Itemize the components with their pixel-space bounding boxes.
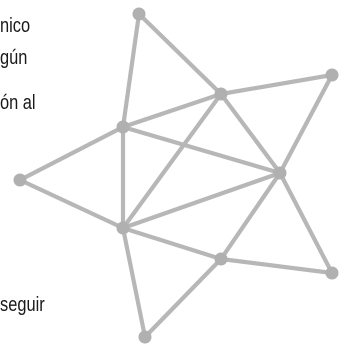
network-node xyxy=(133,8,146,21)
network-node xyxy=(326,69,339,82)
network-edge xyxy=(123,228,221,259)
network-edge xyxy=(123,173,280,228)
network-node xyxy=(215,88,228,101)
network-edge xyxy=(20,180,123,228)
network-edge xyxy=(20,127,123,180)
network-edge xyxy=(139,14,221,94)
network-edge xyxy=(123,14,139,127)
network-nodes xyxy=(14,8,339,344)
network-edge xyxy=(221,75,332,94)
network-edge xyxy=(123,127,280,173)
network-edge xyxy=(123,228,145,337)
network-edge xyxy=(280,173,332,273)
network-edge xyxy=(221,94,280,173)
network-node xyxy=(117,121,130,134)
network-edge xyxy=(221,173,280,259)
network-edge xyxy=(123,94,221,228)
network-node xyxy=(274,167,287,180)
network-edge xyxy=(221,259,332,273)
network-node xyxy=(117,222,130,235)
network-edge xyxy=(123,94,221,127)
network-node xyxy=(14,174,27,187)
network-node xyxy=(326,267,339,280)
network-node xyxy=(215,253,228,266)
network-edge xyxy=(145,259,221,337)
network-node xyxy=(139,331,152,344)
network-edge xyxy=(280,75,332,173)
